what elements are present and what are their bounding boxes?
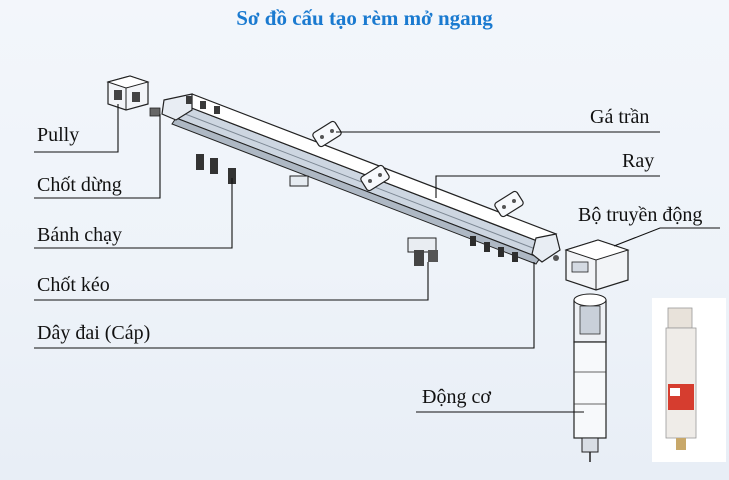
drive-unit — [553, 239, 630, 291]
diagram-title: Sơ đồ cấu tạo rèm mở ngang — [236, 6, 493, 30]
label-chot-dung: Chốt dừng — [37, 174, 122, 196]
ceiling-bracket — [312, 120, 524, 218]
motor — [573, 293, 607, 462]
label-pully: Pully — [37, 124, 80, 146]
stop-pin — [149, 107, 236, 184]
label-bo-truyen-dong: Bộ truyền động — [578, 204, 703, 226]
label-dong-co: Động cơ — [422, 386, 491, 408]
pulley-box — [106, 75, 157, 115]
label-ga-tran: Gá trần — [590, 106, 650, 128]
motor-photo-inset — [652, 298, 726, 462]
pull-pin — [407, 237, 438, 266]
leader-lines — [34, 104, 720, 413]
label-chot-keo: Chốt kéo — [37, 274, 110, 296]
label-day-dai: Dây đai (Cáp) — [37, 322, 151, 344]
label-banh-chay: Bánh chạy — [37, 224, 122, 246]
bracket-under-rail — [289, 175, 309, 187]
rail — [161, 93, 561, 265]
label-ray: Ray — [622, 150, 655, 172]
